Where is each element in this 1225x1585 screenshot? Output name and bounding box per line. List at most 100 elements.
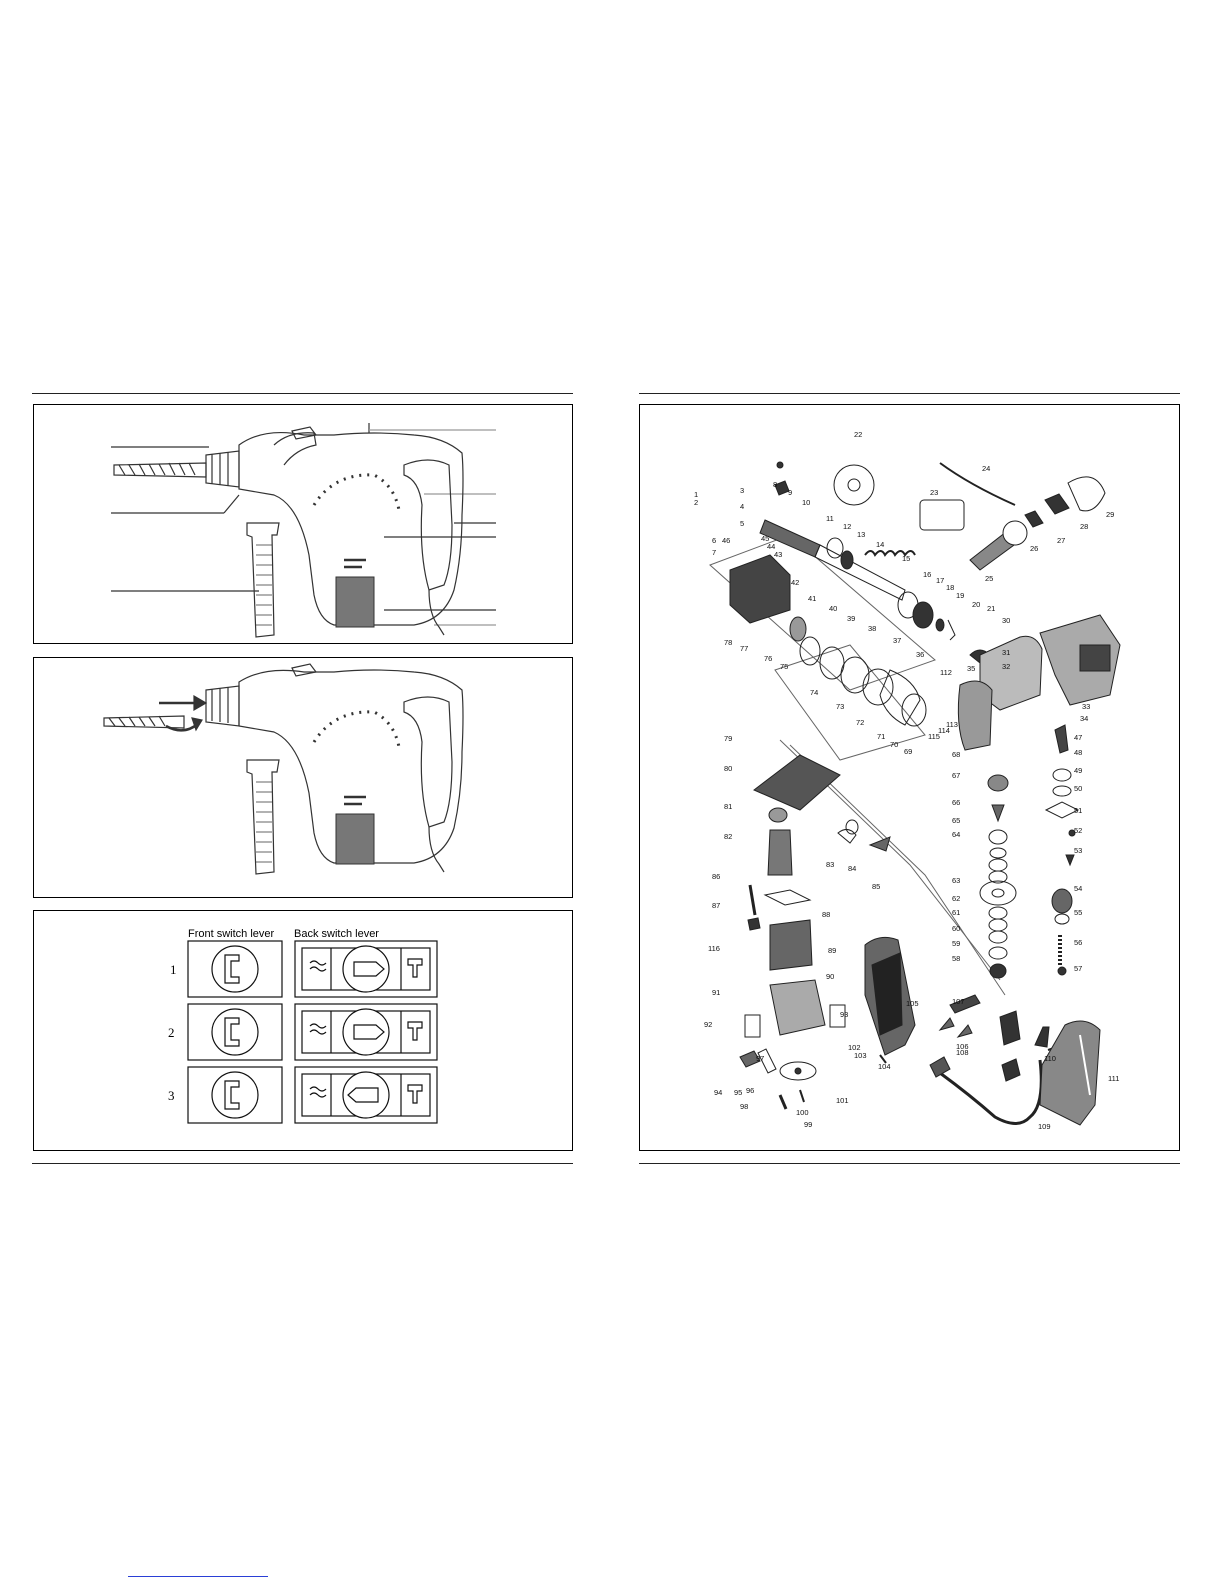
- part-number-50: 50: [1074, 784, 1082, 793]
- part-number-100: 100: [796, 1108, 809, 1117]
- part-number-4: 4: [740, 502, 744, 511]
- part-number-105: 105: [906, 999, 919, 1008]
- part-number-80: 80: [724, 764, 732, 773]
- part-number-57: 57: [1074, 964, 1082, 973]
- part-number-9: 9: [788, 488, 792, 497]
- part-number-96: 96: [746, 1086, 754, 1095]
- part-number-45: 45: [761, 534, 769, 543]
- part-number-17: 17: [936, 576, 944, 585]
- bit-insertion-drawing: [103, 663, 464, 875]
- part-number-26: 26: [1030, 544, 1038, 553]
- part-number-30: 30: [1002, 616, 1010, 625]
- drill-overview-panel: [33, 404, 573, 644]
- part-number-69: 69: [904, 747, 912, 756]
- part-number-99: 99: [804, 1120, 812, 1129]
- row-number-3: 3: [168, 1088, 175, 1103]
- part-number-39: 39: [847, 614, 855, 623]
- part-number-12: 12: [843, 522, 851, 531]
- part-number-35: 35: [967, 664, 975, 673]
- part-number-31: 31: [1002, 648, 1010, 657]
- part-number-41: 41: [808, 594, 816, 603]
- part-numbers: 1 2 3 4 5 6 7 8 9 10 11 12 13 14 15 16 1…: [694, 430, 1119, 1131]
- part-number-58: 58: [952, 954, 960, 963]
- part-number-25: 25: [985, 574, 993, 583]
- row-number-1: 1: [170, 962, 177, 977]
- part-number-77: 77: [740, 644, 748, 653]
- part-number-111: 111: [1108, 1074, 1119, 1083]
- part-number-13: 13: [857, 530, 865, 539]
- part-number-54: 54: [1074, 884, 1082, 893]
- part-number-98: 98: [740, 1102, 748, 1111]
- part-number-10: 10: [802, 498, 810, 507]
- part-number-14: 14: [876, 540, 884, 549]
- part-number-114: 114: [938, 726, 950, 735]
- part-number-27: 27: [1057, 536, 1065, 545]
- switch-lever-panel: Front switch lever Back switch lever 1 2…: [33, 910, 573, 1151]
- part-number-1: 1: [694, 490, 698, 499]
- part-number-88: 88: [822, 910, 830, 919]
- bit-insertion-panel: [33, 657, 573, 898]
- part-number-67: 67: [952, 771, 960, 780]
- part-number-104: 104: [878, 1062, 891, 1071]
- part-number-65: 65: [952, 816, 960, 825]
- part-number-19: 19: [956, 591, 964, 600]
- part-number-37: 37: [893, 636, 901, 645]
- part-number-87: 87: [712, 901, 720, 910]
- part-number-116: 116: [708, 944, 720, 953]
- part-number-101: 101: [836, 1096, 849, 1105]
- part-number-113: 113: [946, 720, 958, 729]
- switch-lever-drawing: [187, 940, 438, 1124]
- part-number-66: 66: [952, 798, 960, 807]
- part-number-62: 62: [952, 894, 960, 903]
- part-number-33: 33: [1082, 702, 1090, 711]
- bottom-link-underline: [128, 1576, 268, 1577]
- bottom-rule-right: [639, 1163, 1180, 1164]
- part-number-23: 23: [930, 488, 938, 497]
- part-number-112: 112: [940, 668, 952, 677]
- part-number-85: 85: [872, 882, 880, 891]
- bottom-rule-left: [32, 1163, 573, 1164]
- part-number-7: 7: [712, 548, 716, 557]
- part-number-63: 63: [952, 876, 960, 885]
- part-number-79: 79: [724, 734, 732, 743]
- row-number-2: 2: [168, 1025, 175, 1040]
- part-number-108: 108: [956, 1048, 969, 1057]
- part-number-28: 28: [1080, 522, 1088, 531]
- front-switch-label: Front switch lever: [188, 928, 275, 940]
- part-number-73: 73: [836, 702, 844, 711]
- part-number-3: 3: [740, 486, 744, 495]
- part-number-82: 82: [724, 832, 732, 841]
- exploded-parts-drawing: 1 2 3 4 5 6 7 8 9 10 11 12 13 14 15 16 1…: [694, 430, 1121, 1131]
- part-number-46: 46: [722, 536, 730, 545]
- part-number-48: 48: [1074, 748, 1082, 757]
- part-number-6: 6: [712, 536, 716, 545]
- part-number-68: 68: [952, 750, 960, 759]
- part-number-53: 53: [1074, 846, 1082, 855]
- part-number-15: 15: [902, 554, 910, 563]
- part-number-109: 109: [1038, 1122, 1051, 1131]
- part-number-91: 91: [712, 988, 720, 997]
- part-number-107: 107: [952, 997, 965, 1006]
- back-switch-label: Back switch lever: [294, 928, 379, 940]
- part-number-22: 22: [854, 430, 862, 439]
- top-rule-right: [639, 393, 1180, 394]
- part-number-29: 29: [1106, 510, 1114, 519]
- part-number-92: 92: [704, 1020, 712, 1029]
- part-number-11: 11: [826, 514, 834, 523]
- part-number-72: 72: [856, 718, 864, 727]
- part-number-24: 24: [982, 464, 990, 473]
- part-number-36: 36: [916, 650, 924, 659]
- part-number-47: 47: [1074, 733, 1082, 742]
- part-number-55: 55: [1074, 908, 1082, 917]
- part-number-60: 60: [952, 924, 960, 933]
- part-number-71: 71: [877, 732, 885, 741]
- part-number-20: 20: [972, 600, 980, 609]
- part-number-89: 89: [828, 946, 836, 955]
- part-number-102: 102: [848, 1043, 861, 1052]
- part-number-115: 115: [928, 732, 940, 741]
- part-number-110: 110: [1044, 1054, 1056, 1063]
- part-number-16: 16: [923, 570, 931, 579]
- part-number-56: 56: [1074, 938, 1082, 947]
- part-number-70: 70: [890, 740, 898, 749]
- part-number-52: 52: [1074, 826, 1082, 835]
